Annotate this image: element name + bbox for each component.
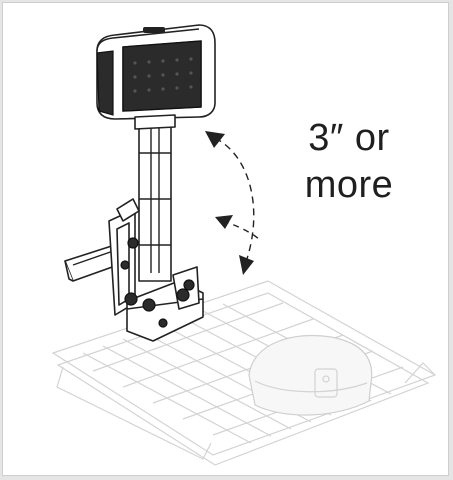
curved-double-arrow-icon bbox=[205, 131, 260, 275]
clamp-assembly bbox=[108, 198, 204, 342]
base-plate bbox=[51, 280, 437, 466]
monitor-mount-illustration bbox=[51, 24, 437, 466]
mount-pole bbox=[138, 106, 172, 282]
callout-line-1: 3″ or bbox=[308, 117, 390, 159]
monitor-head bbox=[96, 24, 216, 130]
illustration-frame: 3″ or more bbox=[2, 2, 449, 476]
callout-line-2: more bbox=[304, 164, 394, 206]
adjustment-callout: 3″ or more bbox=[279, 115, 419, 209]
